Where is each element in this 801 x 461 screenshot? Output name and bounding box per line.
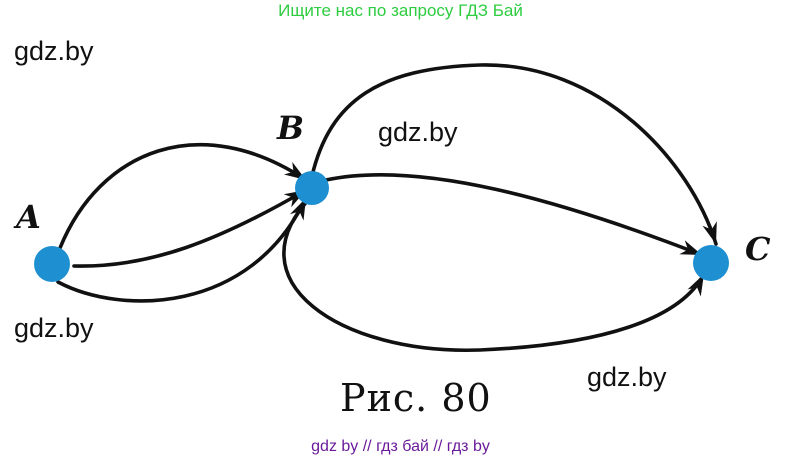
watermark: gdz.by bbox=[587, 362, 667, 392]
edge-a-b-lower bbox=[56, 196, 308, 303]
node-label-c: C bbox=[745, 230, 771, 268]
edge-b-c-middle bbox=[324, 173, 704, 257]
edge-b-c-lower bbox=[282, 194, 706, 352]
figure-caption: Рис. 80 bbox=[340, 376, 492, 420]
edge-a-b-middle bbox=[72, 188, 308, 268]
top-banner: Ищите нас по запросу ГДЗ Бай bbox=[278, 1, 523, 20]
node-a bbox=[34, 246, 70, 282]
node-label-b: B bbox=[276, 109, 304, 147]
node-label-a: A bbox=[13, 198, 41, 236]
watermark: gdz.by bbox=[378, 117, 458, 147]
watermark: gdz.by bbox=[14, 313, 94, 343]
node-c bbox=[693, 245, 729, 281]
node-b bbox=[295, 171, 329, 205]
edge-a-b-upper bbox=[58, 143, 308, 250]
footer-links: gdz by // гдз бай // гдз by bbox=[311, 438, 490, 455]
watermark: gdz.by bbox=[14, 36, 94, 66]
edge-b-c-upper bbox=[310, 63, 718, 246]
